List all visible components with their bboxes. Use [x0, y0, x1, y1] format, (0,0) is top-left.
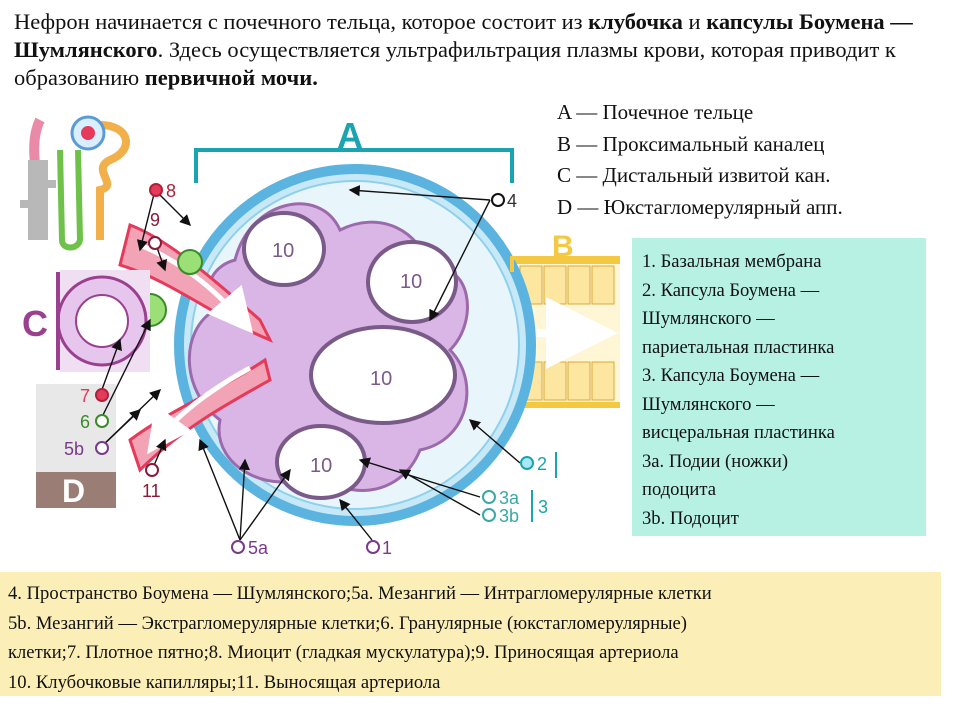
- bottom-note-line: 10. Клубочковые капилляры;11. Выносящая …: [8, 671, 441, 693]
- label-3: 3: [538, 497, 548, 517]
- letter-c: C: [22, 303, 48, 344]
- number-legend-line: 3а. Подии (ножки): [642, 450, 789, 472]
- mini-nephron-icon: [20, 115, 130, 251]
- number-legend-line: 3. Капсула Боумена —: [642, 365, 820, 386]
- legend-a: A — Почечное тельце: [557, 100, 754, 124]
- intro-text: Нефрон начинается с почечного тельца, ко…: [14, 8, 949, 92]
- label-5a: 5a: [248, 538, 269, 558]
- number-legend-line: париетальная пластинка: [642, 336, 835, 358]
- label-1: 1: [382, 538, 392, 558]
- number-legend-line: подоцита: [642, 479, 716, 500]
- intro-part: Нефрон начинается с почечного тельца, ко…: [14, 9, 589, 34]
- label-markers: [95, 183, 534, 554]
- label-2: 2: [537, 454, 547, 474]
- letter-d: D: [62, 473, 85, 509]
- label-8: 8: [166, 181, 176, 201]
- number-legend-box: 1. Базальная мембрана 2. Капсула Боумена…: [632, 238, 926, 536]
- label-9: 9: [150, 210, 160, 230]
- intro-bold-capsule: капсулы Боумена — Шумлянского: [14, 9, 913, 62]
- distal-tubule: [56, 270, 150, 372]
- capillary-label: 10: [370, 368, 392, 390]
- intro-bold-primary-urine: первичной мочи.: [144, 65, 318, 90]
- number-legend-line: Шумлянского —: [642, 393, 775, 415]
- number-labels: 4 2 3a 3b 3 1 5a 7 6 5b 8 9 11: [64, 181, 548, 558]
- bottom-note-line: клетки;7. Плотное пятно;8. Миоцит (гладк…: [8, 642, 679, 663]
- label-3a: 3a: [499, 488, 520, 508]
- number-legend-line: висцеральная пластинка: [642, 422, 835, 443]
- label-5b: 5b: [64, 439, 84, 459]
- letter-b: B: [552, 230, 574, 263]
- legend-b: B — Проксимальный каналец: [557, 131, 825, 156]
- bottom-note-line: 4. Пространство Боумена — Шумлянского;5а…: [8, 583, 712, 604]
- label-6: 6: [80, 412, 90, 432]
- intro-part: и: [682, 9, 707, 34]
- capillary-label: 10: [272, 240, 294, 262]
- number-legend-line: 2. Капсула Боумена —: [642, 279, 820, 301]
- label-7: 7: [80, 386, 90, 406]
- intro-part: . Здесь осуществляется ультрафильтрация …: [14, 37, 896, 90]
- intro-bold-glomerulus: клубочка: [588, 9, 683, 34]
- letter-a: A: [337, 115, 363, 156]
- legend-c: C — Дистальный извитой кан.: [557, 163, 831, 187]
- legend-d: D — Юкстагломерулярный апп.: [557, 194, 843, 219]
- bottom-notes-box: 4. Пространство Боумена — Шумлянского;5а…: [0, 572, 941, 696]
- number-legend-line: 3b. Подоцит: [642, 507, 739, 529]
- label-3b: 3b: [499, 506, 519, 526]
- number-legend-line: Шумлянского —: [642, 308, 775, 329]
- letter-legend: A — Почечное тельце B — Проксимальный ка…: [557, 97, 843, 223]
- bottom-note-line: 5b. Мезангий — Экстрагломерулярные клетк…: [8, 612, 687, 634]
- bracket-a: [194, 148, 514, 183]
- pointer-lines: [99, 185, 521, 541]
- bracket-b: [510, 256, 620, 272]
- capillary-labels: 10 10 10 10: [272, 240, 422, 477]
- label-4: 4: [507, 191, 517, 211]
- glomerulus: [187, 202, 469, 500]
- capillary-label: 10: [310, 455, 332, 477]
- number-legend-line: 1. Базальная мембрана: [642, 251, 822, 272]
- label-11: 11: [142, 481, 161, 501]
- capillary-label: 10: [400, 271, 422, 293]
